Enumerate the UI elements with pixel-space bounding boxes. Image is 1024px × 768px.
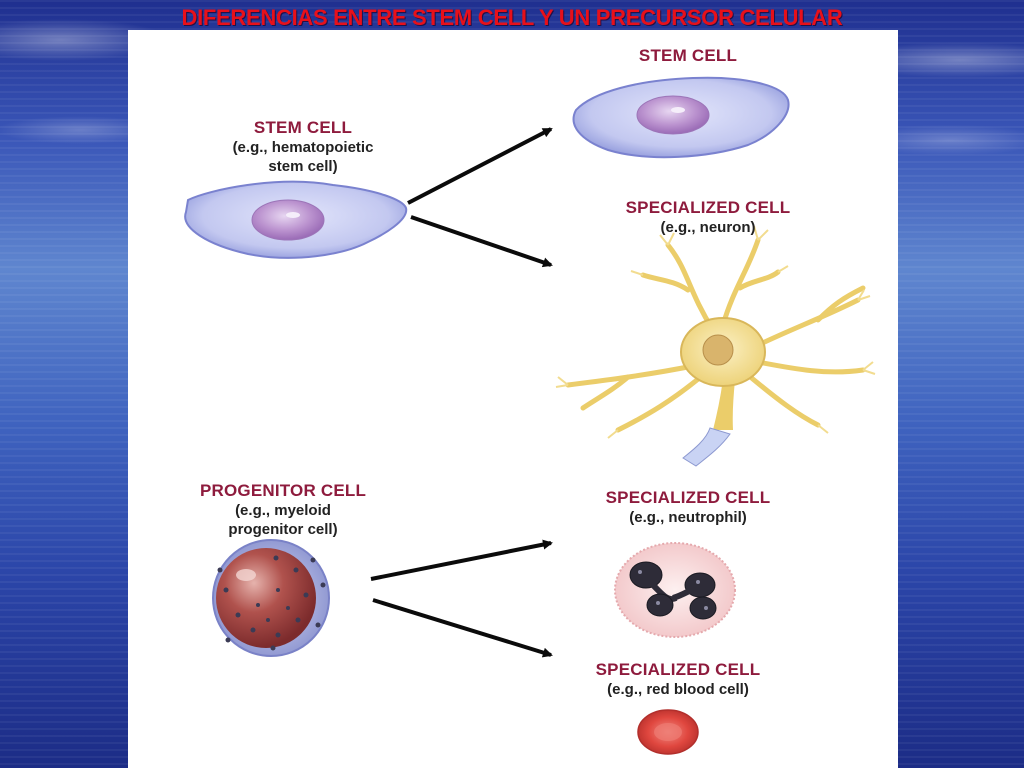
label-neutrophil-title: SPECIALIZED CELL (605, 488, 771, 507)
hematopoietic-stem-cell-illustration (184, 180, 408, 259)
label-result-stem-title: STEM CELL (638, 46, 738, 65)
label-rbc-line1: (e.g., red blood cell) (607, 681, 749, 698)
differentiation-arrows (370, 127, 553, 658)
arrow-stem-to-stem (407, 127, 553, 205)
label-neutrophil-line1: (e.g., neutrophil) (629, 509, 747, 526)
label-progenitor-cell: PROGENITOR CELL (e.g., myeloid progenito… (173, 481, 393, 539)
label-source-stem-title: STEM CELL (253, 118, 353, 137)
label-source-stem-line2: stem cell) (268, 158, 338, 175)
diagram-panel: STEM CELL (e.g., hematopoietic stem cell… (128, 30, 898, 768)
red-blood-cell-illustration (637, 709, 699, 755)
label-neuron-title: SPECIALIZED CELL (625, 198, 791, 217)
label-progenitor-title: PROGENITOR CELL (199, 481, 367, 500)
neuron-illustration (555, 225, 876, 467)
arrow-progenitor-to-rbc (372, 598, 553, 658)
label-neutrophil: SPECIALIZED CELL (e.g., neutrophil) (568, 488, 808, 527)
myeloid-progenitor-cell-illustration (212, 539, 330, 657)
label-red-blood-cell: SPECIALIZED CELL (e.g., red blood cell) (558, 660, 798, 699)
slide-title: DIFERENCIAS ENTRE STEM CELL Y UN PRECURS… (181, 5, 843, 30)
label-result-stem-cell: STEM CELL (588, 46, 788, 66)
label-rbc-title: SPECIALIZED CELL (595, 660, 761, 679)
stem-cell-self-renewal-illustration (572, 76, 790, 159)
neutrophil-illustration (614, 542, 736, 638)
label-progenitor-line1: (e.g., myeloid (235, 502, 331, 519)
label-progenitor-line2: progenitor cell) (228, 521, 338, 538)
label-source-stem-cell: STEM CELL (e.g., hematopoietic stem cell… (198, 118, 408, 176)
label-source-stem-line1: (e.g., hematopoietic (232, 139, 374, 156)
label-neuron: SPECIALIZED CELL (e.g., neuron) (588, 198, 828, 237)
label-neuron-line1: (e.g., neuron) (660, 219, 756, 236)
arrow-progenitor-to-neutrophil (370, 539, 553, 581)
arrow-stem-to-neuron (410, 215, 553, 268)
diagram-canvas (184, 76, 876, 755)
